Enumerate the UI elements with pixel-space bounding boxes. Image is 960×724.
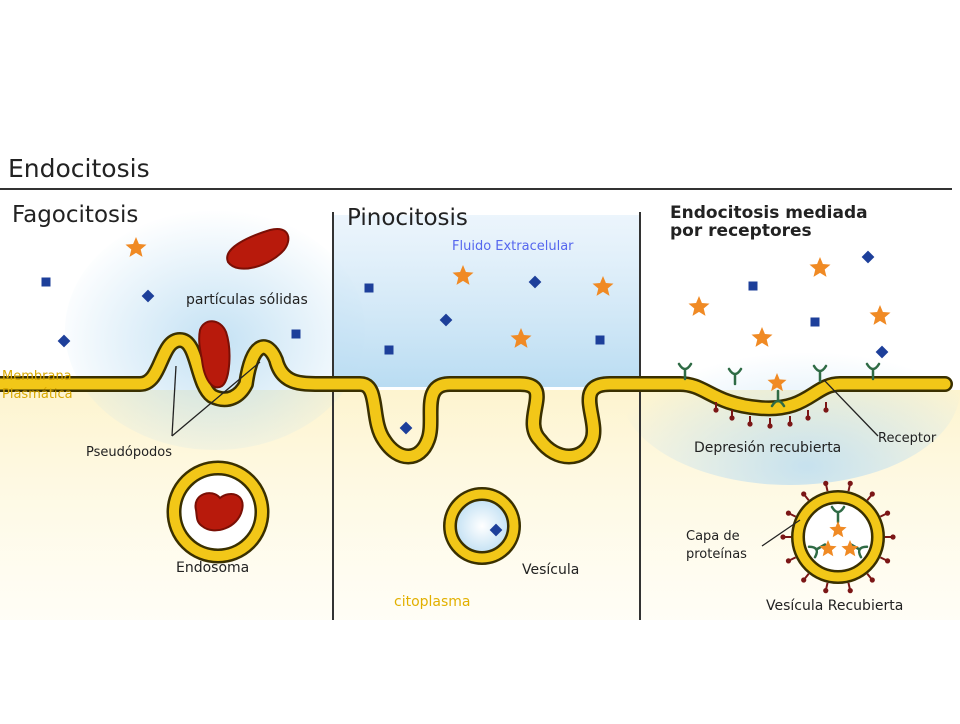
pseudopods-label: Pseudópodos: [86, 445, 172, 460]
square-molecule: [595, 335, 605, 345]
coat-protein: [823, 480, 829, 486]
receptor-protein: [830, 505, 846, 524]
square-molecule: [399, 421, 413, 435]
coated-vesicle-membrane: [793, 492, 883, 582]
receptor-protein: [770, 389, 786, 408]
coat-protein: [823, 588, 829, 594]
coat-protein: [869, 491, 875, 497]
protein-coat-label-line2: proteínas: [686, 547, 747, 562]
membrane-label-line2: Plasmática: [2, 387, 73, 402]
square-molecule: [810, 317, 820, 327]
coat-protein: [787, 421, 793, 427]
vesicle-membrane: [445, 489, 519, 563]
star-molecule: [829, 521, 847, 538]
endosome: [166, 460, 270, 564]
endosome-label: Endosoma: [176, 560, 249, 576]
square-molecule: [748, 281, 758, 291]
fluid-region-receptores: [620, 295, 960, 485]
square-molecule: [57, 334, 71, 348]
coat-protein: [801, 491, 807, 497]
coat-protein: [805, 415, 811, 421]
pseudopod-pointers: [171, 361, 261, 437]
receptor-label: Receptor: [878, 431, 937, 446]
coat-protein: [884, 558, 891, 564]
coat-protein: [729, 415, 735, 421]
engulfed-particle: [198, 320, 231, 389]
molecule-layer: [41, 237, 896, 594]
receptor-protein: [727, 367, 743, 386]
endosome-membrane: [169, 463, 267, 561]
plasma-membrane: [0, 332, 953, 465]
heading-pinocitosis: Pinocitosis: [347, 205, 468, 231]
star-molecule: [819, 540, 837, 557]
star-molecule: [125, 237, 147, 257]
star-molecule: [751, 327, 773, 347]
coat-protein: [780, 534, 786, 540]
fluid-label: Fluido Extracelular: [452, 239, 574, 254]
coat-protein: [785, 558, 792, 564]
pinocitosis-panel: Fluido Extracelular Vesícula citoplasma: [394, 239, 579, 610]
fagocitosis-panel: partículas sólidas Membrana Plasmática P…: [2, 228, 308, 576]
endosome-particle: [194, 492, 244, 532]
page-title: Endocitosis: [8, 154, 150, 183]
square-molecule: [384, 345, 394, 355]
coat-protein: [801, 577, 807, 583]
star-molecule: [767, 373, 787, 392]
star-molecule: [592, 276, 614, 296]
vesicle-label: Vesícula: [522, 562, 579, 578]
heading-receptores-line2: por receptores: [670, 221, 812, 241]
square-molecule: [41, 277, 51, 287]
star-molecule: [841, 540, 859, 557]
coated-vesicle: [791, 490, 885, 584]
square-molecule: [861, 250, 875, 264]
vesicle: [443, 487, 521, 565]
receptor-pointer: [823, 379, 879, 437]
particles-label: partículas sólidas: [186, 292, 308, 308]
coat-protein: [785, 510, 792, 516]
coat-protein: [869, 577, 875, 583]
coat-protein: [890, 534, 896, 540]
square-molecule: [291, 329, 301, 339]
coated-vesicle-label: Vesícula Recubierta: [766, 598, 903, 614]
cytoplasm-label: citoplasma: [394, 594, 471, 610]
protein-coat-label-line1: Capa de: [686, 529, 740, 544]
star-molecule: [510, 328, 532, 348]
receptor-protein: [812, 364, 828, 383]
receptor-protein: [677, 362, 693, 381]
star-molecule: [809, 257, 831, 277]
receptor-protein: [865, 362, 881, 381]
membrane-fill: [0, 334, 951, 462]
star-molecule: [869, 305, 891, 325]
fluid-region-pinocitosis: [333, 215, 640, 387]
receptores-panel: Depresión recubierta Receptor Capa de pr…: [686, 379, 937, 614]
square-molecule: [439, 313, 453, 327]
star-molecule: [452, 265, 474, 285]
coat-protein: [847, 588, 853, 594]
coat-protein: [747, 421, 753, 427]
square-molecule: [364, 283, 374, 293]
protein-coat-pointer: [761, 519, 801, 547]
membrane-label-line1: Membrana: [2, 369, 72, 384]
square-molecule: [141, 289, 155, 303]
solid-particle: [226, 228, 290, 270]
coat-protein: [847, 480, 853, 486]
coat-protein: [767, 423, 773, 429]
coat-protein: [884, 510, 891, 516]
coat-protein: [823, 407, 829, 413]
star-molecule: [688, 296, 710, 316]
heading-receptores-line1: Endocitosis mediada: [670, 203, 868, 223]
coat-protein: [713, 407, 719, 413]
heading-fagocitosis: Fagocitosis: [12, 202, 138, 228]
coated-pit-label: Depresión recubierta: [694, 440, 841, 456]
